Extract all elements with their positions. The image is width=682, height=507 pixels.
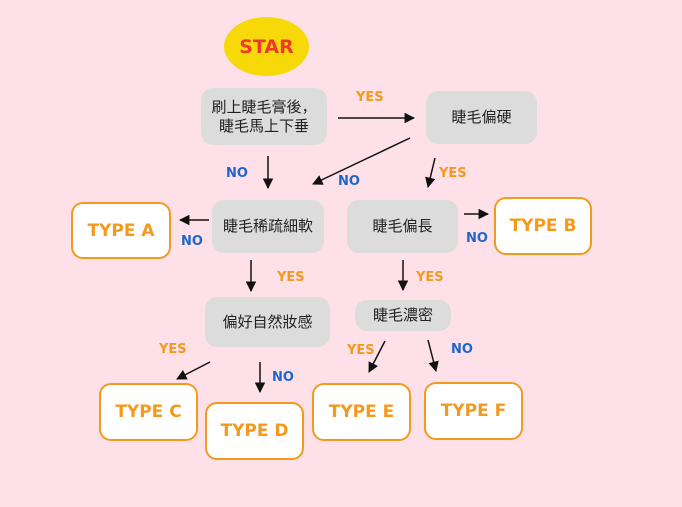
edge-label-q1-yes: YES [356,90,384,105]
edge-label-q2-no: NO [338,174,360,189]
result-type-b: TYPE B [494,197,592,255]
edge-label-q1-no: NO [226,166,248,181]
result-type-c-label: TYPE C [115,402,182,422]
arrow-q2-to-q4 [425,157,436,189]
edge-label-q6-no: NO [451,342,473,357]
result-type-d-label: TYPE D [220,421,289,441]
question-natural-look-label: 偏好自然妝感 [222,312,313,331]
edge-label-q4-yes: YES [416,270,444,285]
question-natural-look: 偏好自然妝感 [205,297,330,347]
result-type-b-label: TYPE B [509,216,577,236]
question-lashes-long-label: 睫毛偏長 [372,217,433,235]
question-lashes-stiff: 睫毛偏硬 [426,91,537,144]
result-type-e-label: TYPE E [328,402,395,422]
result-type-c: TYPE C [99,383,198,441]
result-type-f-label: TYPE F [440,401,507,421]
arrow-q6-to-type-e [368,340,386,373]
question-mascara-droop: 刷上睫毛膏後， 睫毛馬上下垂 [201,88,327,145]
edge-label-q3-no: NO [181,234,203,249]
edge-label-q3-yes: YES [277,270,305,285]
start-node: STAR [224,17,309,76]
result-type-a: TYPE A [71,202,171,259]
arrow-q6-to-type-f [427,339,439,373]
question-lashes-thick: 睫毛濃密 [355,300,451,331]
result-type-f: TYPE F [424,382,523,440]
edge-label-q5-yes: YES [159,342,187,357]
question-lashes-sparse-soft: 睫毛稀疏細軟 [212,200,324,253]
result-type-a-label: TYPE A [87,220,155,241]
result-type-e: TYPE E [312,383,411,441]
question-lashes-long: 睫毛偏長 [347,200,458,253]
question-lashes-stiff-label: 睫毛偏硬 [451,108,512,126]
edge-label-q4-no: NO [466,231,488,246]
edge-label-q6-yes: YES [347,343,375,358]
question-mascara-droop-label: 刷上睫毛膏後， 睫毛馬上下垂 [211,97,317,135]
question-lashes-sparse-soft-label: 睫毛稀疏細軟 [222,217,313,235]
edge-label-q5-no: NO [272,370,294,385]
question-lashes-thick-label: 睫毛濃密 [372,306,433,324]
edge-label-q2-yes: YES [439,166,467,181]
start-label: STAR [239,35,294,58]
arrow-q5-to-type-c [176,361,211,380]
arrow-q2-to-q3 [312,137,411,185]
result-type-d: TYPE D [205,402,304,460]
